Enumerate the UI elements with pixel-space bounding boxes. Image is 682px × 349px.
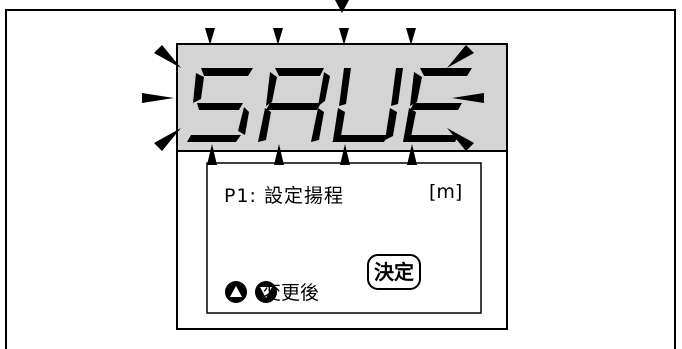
blink-tick-left (142, 93, 174, 103)
parameter-label: P1: 設定揚程 (224, 185, 344, 207)
blink-tick-top-3 (339, 28, 349, 45)
confirm-key-button[interactable]: 決定 (367, 254, 421, 290)
blink-tick-bottom-3 (340, 144, 350, 165)
blink-tick-bottom-left (154, 128, 181, 151)
blink-tick-top-4 (406, 28, 416, 45)
segment-char-s (187, 68, 253, 142)
blink-tick-top-left (154, 45, 181, 68)
down-button[interactable] (255, 281, 277, 303)
segment-char-u (332, 68, 403, 142)
blink-tick-bottom-4 (407, 144, 417, 165)
down-triangle-icon (260, 287, 272, 298)
change-instruction: 変更後 (262, 282, 320, 304)
segment-display-text (187, 68, 472, 142)
blink-tick-top-right (447, 45, 474, 68)
top-marker-arrow (335, 0, 349, 13)
up-triangle-icon (230, 286, 242, 297)
blink-tick-top-2 (273, 28, 283, 45)
segment-char-a (258, 68, 330, 142)
unit-label: [m] (429, 181, 463, 203)
up-button[interactable] (225, 281, 247, 303)
blink-tick-bottom-right (447, 128, 474, 151)
sub-screen (206, 162, 482, 314)
blink-indicators (142, 28, 484, 165)
blink-tick-top-1 (205, 28, 215, 45)
blink-tick-bottom-1 (207, 144, 217, 165)
segment-char-e (403, 68, 472, 142)
blink-tick-bottom-2 (274, 144, 284, 165)
blink-tick-right (452, 93, 484, 103)
